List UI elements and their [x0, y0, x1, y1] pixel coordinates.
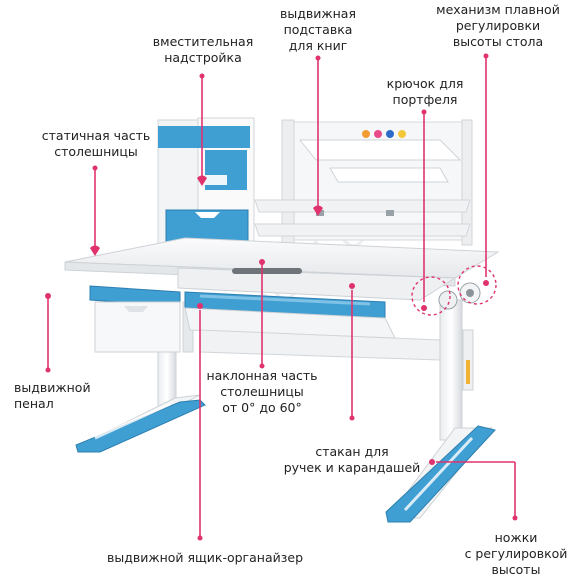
- label-height-mechanism: механизм плавной регулировки высоты стол…: [436, 2, 560, 49]
- label-adjustable-legs: ножки с регулировкой высоты: [464, 530, 568, 577]
- height-mechanism-highlight: [457, 265, 497, 305]
- label-hutch: вместительная надстройка: [152, 34, 254, 65]
- tabletop: [64, 237, 500, 301]
- label-bag-hook: крючок для портфеля: [386, 76, 464, 107]
- label-tilting-tabletop: наклонная часть столешницы от 0° до 60°: [206, 368, 318, 415]
- label-pencil-case: выдвижной пенал: [14, 380, 91, 411]
- drawers: [89, 285, 441, 361]
- leader-lines: [45, 53, 518, 541]
- label-pen-cup: стакан для ручек и карандашей: [283, 444, 421, 475]
- label-book-stand: выдвижная подставка для книг: [280, 6, 356, 53]
- label-static-tabletop: статичная часть столешницы: [41, 128, 151, 159]
- left-leg: [75, 351, 206, 453]
- right-leg: [385, 282, 496, 523]
- bag-hook-highlight: [411, 276, 451, 316]
- hutch: [157, 117, 473, 246]
- label-organizer-drawer: выдвижной ящик-органайзер: [106, 550, 304, 565]
